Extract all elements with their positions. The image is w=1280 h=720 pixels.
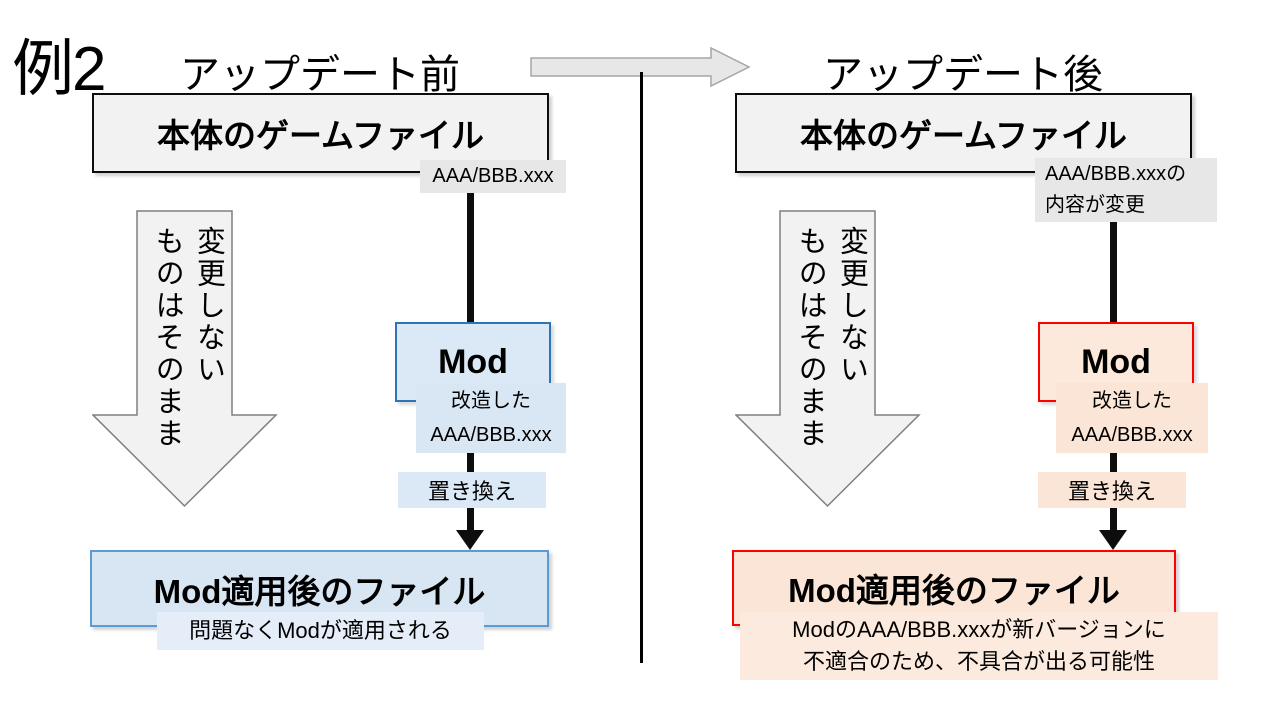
left-keep-arrow-text: 変更しない ものはそのまま [151, 226, 225, 450]
header-before-update: アップデート前 [180, 53, 460, 97]
left-result-note: 問題なくModが適用される [157, 612, 484, 650]
right-replace-label: 置き換え [1038, 472, 1186, 508]
header-after-update: アップデート後 [823, 53, 1103, 97]
right-keep-arrow-text: 変更しない ものはそのまま [794, 226, 868, 450]
left-down-arrowhead-icon [456, 530, 484, 550]
right-arrow-stem [1110, 508, 1117, 531]
right-connector-line-mid [1110, 453, 1117, 472]
right-connector-line-top [1110, 222, 1117, 322]
page-title: 例2 [12, 35, 106, 104]
left-file-label: AAA/BBB.xxx [420, 160, 566, 193]
left-connector-line-top [467, 193, 474, 322]
left-replace-label: 置き換え [398, 472, 546, 508]
left-connector-line-mid [467, 453, 474, 472]
left-mod-file-label: 改造した AAA/BBB.xxx [416, 383, 566, 453]
right-arrow-icon [530, 46, 751, 88]
right-keep-arrow-icon [735, 210, 921, 508]
center-divider [640, 72, 643, 663]
left-arrow-stem [467, 508, 474, 531]
left-source-box: 本体のゲームファイル [92, 93, 549, 173]
right-down-arrowhead-icon [1099, 530, 1127, 550]
right-result-note: ModのAAA/BBB.xxxが新バージョンに 不適合のため、不具合が出る可能性 [740, 612, 1218, 680]
right-mod-file-label: 改造した AAA/BBB.xxx [1056, 383, 1208, 453]
left-keep-arrow-icon [92, 210, 278, 508]
right-file-label: AAA/BBB.xxxの 内容が変更 [1035, 158, 1217, 222]
